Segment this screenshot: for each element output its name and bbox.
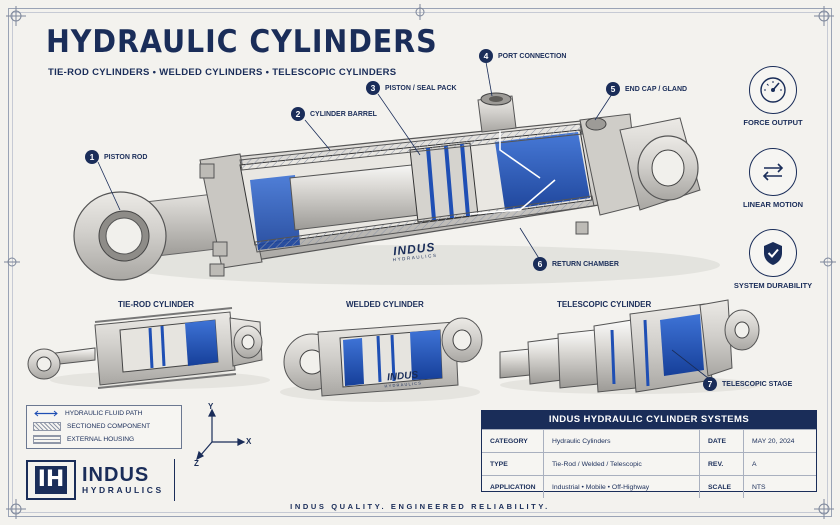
legend-label: EXTERNAL HOUSING bbox=[67, 435, 135, 443]
callout-number: 2 bbox=[291, 107, 305, 121]
callout-leaders bbox=[97, 61, 709, 379]
housing-swatch bbox=[33, 434, 61, 444]
feature-system-durability: SYSTEM DURABILITY bbox=[728, 229, 818, 290]
table-key: SCALE bbox=[699, 475, 744, 498]
table-value: A bbox=[743, 452, 816, 476]
welded-title: WELDED CYLINDER bbox=[346, 300, 424, 309]
table-value: Tie-Rod / Welded / Telescopic bbox=[543, 452, 700, 476]
title-block: INDUS HYDRAULIC CYLINDER SYSTEMS CATEGOR… bbox=[481, 410, 817, 498]
table-value: Industrial • Mobile • Off-Highway bbox=[543, 475, 700, 498]
callout-label: PORT CONNECTION bbox=[498, 52, 567, 60]
legend-label: HYDRAULIC FLUID PATH bbox=[65, 409, 143, 417]
table-value: Hydraulic Cylinders bbox=[543, 429, 700, 453]
callout-piston-seal-pack: 3 PISTON / SEAL PACK bbox=[366, 81, 457, 95]
callout-number: 4 bbox=[479, 49, 493, 63]
callout-number: 5 bbox=[606, 82, 620, 96]
legend-item: SECTIONED COMPONENT bbox=[27, 420, 181, 432]
callout-return-chamber: 6 RETURN CHAMBER bbox=[533, 257, 619, 271]
tagline: INDUS QUALITY. ENGINEERED RELIABILITY. bbox=[290, 502, 550, 511]
table-key: APPLICATION bbox=[482, 475, 544, 498]
gauge-icon bbox=[749, 66, 797, 114]
callout-label: TELESCOPIC STAGE bbox=[722, 380, 793, 388]
double-arrow-icon bbox=[34, 410, 58, 416]
callout-label: CYLINDER BARREL bbox=[310, 110, 377, 118]
callout-piston-rod: 1 PISTON ROD bbox=[85, 150, 147, 164]
legend-item: EXTERNAL HOUSING bbox=[27, 433, 181, 445]
callout-label: PISTON / SEAL PACK bbox=[385, 84, 457, 92]
axis-x-label: X bbox=[246, 437, 252, 446]
callout-number: 1 bbox=[85, 150, 99, 164]
feature-force-output: FORCE OUTPUT bbox=[728, 66, 818, 127]
logo-mark: IH bbox=[34, 466, 68, 494]
logo-sub: HYDRAULICS bbox=[82, 485, 164, 495]
table-key: REV. bbox=[699, 452, 744, 476]
legend: HYDRAULIC FLUID PATH SECTIONED COMPONENT… bbox=[26, 405, 182, 449]
main-cylinder-illustration bbox=[73, 92, 720, 285]
tie-rod-title: TIE-ROD CYLINDER bbox=[118, 300, 194, 309]
table-key: CATEGORY bbox=[482, 429, 544, 453]
table-row: CATEGORY Hydraulic Cylinders DATE MAY 20… bbox=[482, 429, 816, 453]
telescopic-title: TELESCOPIC CYLINDER bbox=[557, 300, 652, 309]
callout-cylinder-barrel: 2 CYLINDER BARREL bbox=[291, 107, 377, 121]
legend-label: SECTIONED COMPONENT bbox=[67, 422, 151, 430]
title-block-table: CATEGORY Hydraulic Cylinders DATE MAY 20… bbox=[482, 429, 816, 498]
callout-label: PISTON ROD bbox=[104, 153, 148, 161]
company-logo: IH INDUS HYDRAULICS bbox=[26, 459, 175, 501]
double-arrow-icon bbox=[749, 148, 797, 196]
telescopic-cylinder-illustration bbox=[499, 299, 760, 394]
feature-label: SYSTEM DURABILITY bbox=[733, 281, 813, 290]
callout-port-connection: 4 PORT CONNECTION bbox=[479, 49, 566, 63]
table-value: MAY 20, 2024 bbox=[743, 429, 816, 453]
callout-label: END CAP / GLAND bbox=[625, 85, 688, 93]
axis-z-label: Z bbox=[194, 459, 199, 468]
table-key: TYPE bbox=[482, 452, 544, 476]
callout-end-cap-gland: 5 END CAP / GLAND bbox=[606, 82, 687, 96]
table-row: APPLICATION Industrial • Mobile • Off-Hi… bbox=[482, 475, 816, 498]
callout-number: 7 bbox=[703, 377, 717, 391]
shield-check-icon bbox=[749, 229, 797, 277]
callout-number: 6 bbox=[533, 257, 547, 271]
registration-marks bbox=[4, 4, 836, 519]
tie-rod-cylinder-illustration bbox=[27, 307, 270, 389]
legend-item: HYDRAULIC FLUID PATH bbox=[27, 407, 181, 419]
table-value: NTS bbox=[743, 475, 816, 498]
title-block-heading: INDUS HYDRAULIC CYLINDER SYSTEMS bbox=[482, 411, 816, 429]
page-subtitle: TIE-ROD CYLINDERS • WELDED CYLINDERS • T… bbox=[48, 67, 397, 78]
feature-label: FORCE OUTPUT bbox=[743, 118, 803, 127]
callout-number: 3 bbox=[366, 81, 380, 95]
axis-triad bbox=[196, 408, 246, 461]
feature-linear-motion: LINEAR MOTION bbox=[728, 148, 818, 209]
welded-cylinder-illustration bbox=[280, 317, 483, 402]
hatch-swatch bbox=[33, 421, 61, 431]
page-title: HYDRAULIC CYLINDERS bbox=[46, 24, 438, 60]
logo-divider bbox=[173, 459, 175, 501]
callout-telescopic-stage: 7 TELESCOPIC STAGE bbox=[703, 377, 792, 391]
callout-label: RETURN CHAMBER bbox=[552, 260, 619, 268]
logo-mark-box: IH bbox=[26, 460, 76, 500]
logo-name: INDUS bbox=[82, 464, 150, 486]
table-row: TYPE Tie-Rod / Welded / Telescopic REV. … bbox=[482, 452, 816, 476]
axis-y-label: Y bbox=[208, 402, 214, 411]
feature-label: LINEAR MOTION bbox=[743, 200, 803, 209]
table-key: DATE bbox=[699, 429, 744, 453]
